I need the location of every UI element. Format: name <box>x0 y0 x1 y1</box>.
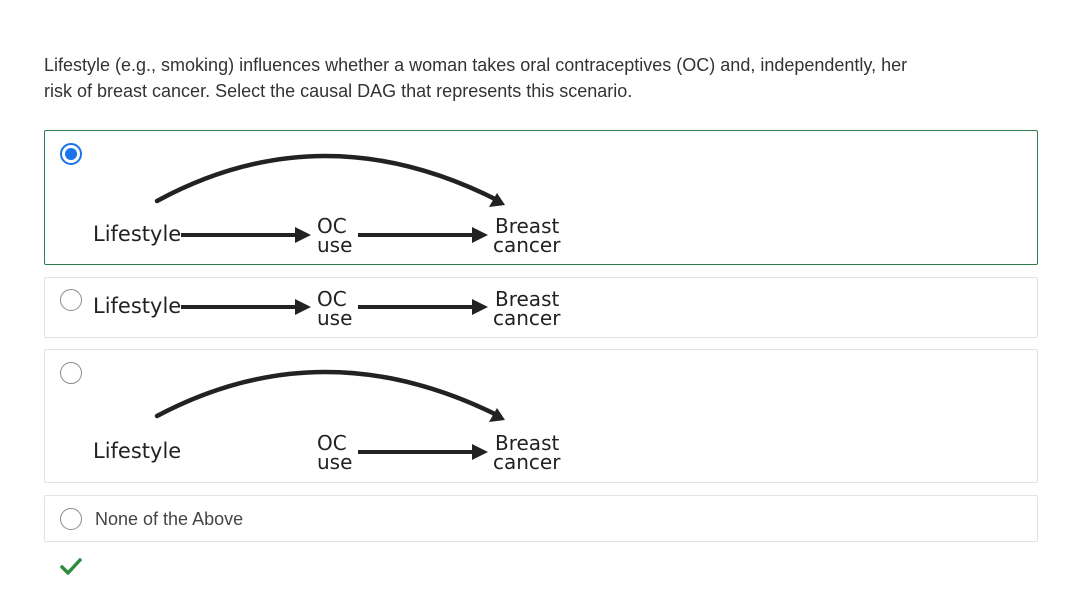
node-breast-cancer-line-2: cancer <box>493 233 561 257</box>
node-oc-use-line-2: use <box>317 306 352 330</box>
node-breast-cancer-line-1: Breast <box>495 287 559 311</box>
question-line-1: Lifestyle (e.g., smoking) influences whe… <box>44 55 908 75</box>
question-line-2: risk of breast cancer. Select the causal… <box>44 81 633 101</box>
node-breast-cancer-line-1: Breast <box>495 214 559 238</box>
node-lifestyle: Lifestyle <box>93 439 181 463</box>
arrowhead-lifestyle-to-breast-cancer <box>489 408 505 422</box>
node-breast-cancer-line-1: Breast <box>495 431 559 455</box>
node-oc-use-line-2: use <box>317 450 352 474</box>
dag-option-c: Lifestyle OC use Breast cancer <box>93 369 561 474</box>
option-d[interactable]: None of the Above <box>44 495 1038 542</box>
arrowhead-lifestyle-to-oc-use <box>295 227 311 243</box>
option-d-label: None of the Above <box>95 509 244 529</box>
option-a[interactable]: Lifestyle OC use Breast cancer <box>44 130 1038 265</box>
arrowhead-lifestyle-to-breast-cancer <box>489 193 505 207</box>
node-oc-use-line-1: OC <box>317 287 347 311</box>
node-lifestyle: Lifestyle <box>93 222 181 246</box>
dag-option-b: Lifestyle OC use Breast cancer <box>93 287 561 330</box>
check-icon <box>60 558 82 575</box>
radio-button-option-b[interactable] <box>60 289 82 311</box>
radio-button-option-d[interactable] <box>60 508 82 530</box>
arrowhead-lifestyle-to-oc-use <box>295 299 311 315</box>
node-oc-use-line-2: use <box>317 233 352 257</box>
edge-lifestyle-to-breast-cancer <box>154 369 502 419</box>
radio-button-option-a[interactable] <box>60 143 82 165</box>
node-oc-use-line-1: OC <box>317 214 347 238</box>
node-breast-cancer-line-2: cancer <box>493 450 561 474</box>
dag-option-a: Lifestyle OC use Breast cancer <box>93 153 561 257</box>
option-c[interactable]: Lifestyle OC use Breast cancer <box>44 349 1038 483</box>
arrowhead-oc-use-to-breast-cancer <box>472 299 488 315</box>
node-breast-cancer-line-2: cancer <box>493 306 561 330</box>
edge-lifestyle-to-breast-cancer <box>154 153 502 204</box>
radio-button-option-c[interactable] <box>60 362 82 384</box>
arrowhead-oc-use-to-breast-cancer <box>472 444 488 460</box>
arrowhead-oc-use-to-breast-cancer <box>472 227 488 243</box>
option-b[interactable]: Lifestyle OC use Breast cancer <box>44 277 1038 338</box>
question-text: Lifestyle (e.g., smoking) influences whe… <box>44 52 1034 104</box>
node-lifestyle: Lifestyle <box>93 294 181 318</box>
node-oc-use-line-1: OC <box>317 431 347 455</box>
